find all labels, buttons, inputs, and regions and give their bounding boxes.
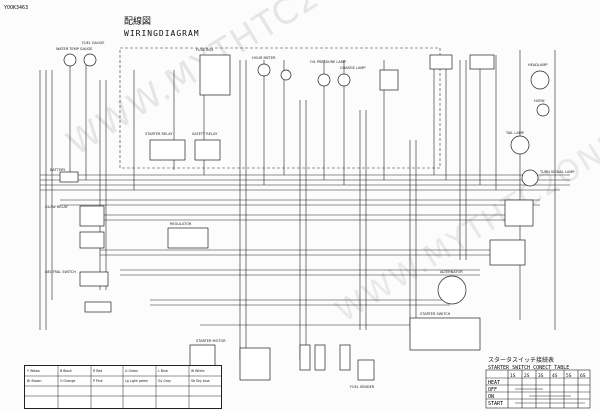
table-row-label: HEAT [488,380,501,386]
component-label: WATER TEMP GAUGE [56,47,93,51]
component-label: STARTER RELAY [145,132,173,136]
alternator-icon [437,275,467,305]
lamp-socket-icon [337,73,351,87]
connector-block-icon [79,231,105,249]
hour-meter-icon [257,63,271,77]
component-label: SAFETY RELAY [192,132,218,136]
legend-entry: W White [191,369,205,373]
diagram-title: WIRINGDIAGRAM [124,29,200,38]
wire-bundle [39,50,570,360]
component-label: HOUR METER [252,56,276,60]
relay-icon [194,139,221,161]
starter-motor-body-icon [239,347,271,381]
relay-block-icon [149,139,186,161]
sender-icon [357,359,375,381]
connector-block-icon [429,54,453,70]
instrument-panel-outline [119,47,441,169]
table-row-label: ON [488,394,495,400]
relay-icon [299,344,311,371]
table-col-header: 6S [580,374,586,379]
component-label: STARTER SWITCH [420,312,451,316]
connector-block-icon [84,301,112,313]
regulator-icon [167,227,209,249]
fuse-box-icon [199,54,231,96]
connector-block-icon [79,205,105,227]
component-label: TAIL LAMP [506,131,524,135]
legend-entry: L Blue [158,369,168,373]
indicator-lamp-icon [280,69,292,81]
component-label: TURN SIGNAL LAMP [540,170,575,174]
table-col-header: 1S [510,374,516,379]
document-id: YOOK3463 [4,5,29,11]
legend-entry: Sb Sky blue [191,379,210,383]
relay-icon [339,344,351,371]
legend-entry: Y Yellow [27,369,40,373]
legend-entry: G Green [125,369,139,373]
component-label: STARTER MOTOR [196,339,226,343]
component-label: CHARGE LAMP [340,66,366,70]
lamp-socket-icon [317,73,331,87]
component-label: HORN [534,99,545,103]
starter-switch-table-title: STARTER SWITCH CONECT TABLE [488,365,570,371]
component-label: ALTERNATOR [440,270,463,274]
horn-icon [536,103,550,117]
connector-block-icon [79,271,109,287]
table-row-label: OFF [488,387,498,393]
wire-color-legend: Y Yellow B Black R Red G Green L Blue W … [24,365,222,409]
battery-icon [59,171,79,183]
fuel-gauge-icon [83,53,97,67]
component-label: HEADLAMP [528,63,548,67]
table-col-header: 5S [566,374,572,379]
component-label: NEUTRAL SWITCH [45,270,76,274]
starter-switch-table-title-jp: スタータスイッチ接続表 [488,357,555,364]
headlamp-icon [530,70,550,90]
relay-icon [314,344,326,371]
legend-entry: O Orange [60,379,76,383]
table-row-label: START [488,401,504,407]
legend-entry: P Pink [93,379,103,383]
component-label: FUEL GAUGE [82,41,105,45]
starter-motor-icon [189,344,216,368]
connector-block-icon [469,54,495,70]
component-label: FUSE BOX [196,48,214,52]
legend-entry: Br Brown [27,379,42,383]
table-col-header: 2S [524,374,530,379]
switch-block-icon [504,199,534,227]
turn-signal-lamp-icon [521,169,539,187]
legend-grid [25,366,221,408]
components [59,53,550,381]
table-col-header: 3S [538,374,544,379]
water-temp-gauge-icon [63,53,77,67]
starter-switch-table [485,369,591,409]
component-label: BATTERY [50,168,66,172]
component-label: REGULATOR [170,222,192,226]
diagram-title-jp: 配線図 [124,17,152,27]
table-col-header: 4S [552,374,558,379]
legend-entry: B Black [60,369,72,373]
component-label: FUEL SENDER [350,385,375,389]
legend-entry: Gy Gray [158,379,171,383]
component-label: GLOW RELAY [45,205,68,209]
connector-block-icon [489,239,526,266]
connector-block-icon [379,69,399,91]
legend-entry: R Red [93,369,103,373]
legend-entry: Lg Light green [125,379,148,383]
tail-lamp-icon [510,135,530,155]
starter-switch-block-icon [409,317,481,351]
component-label: OIL PRESSURE LAMP [310,60,346,64]
